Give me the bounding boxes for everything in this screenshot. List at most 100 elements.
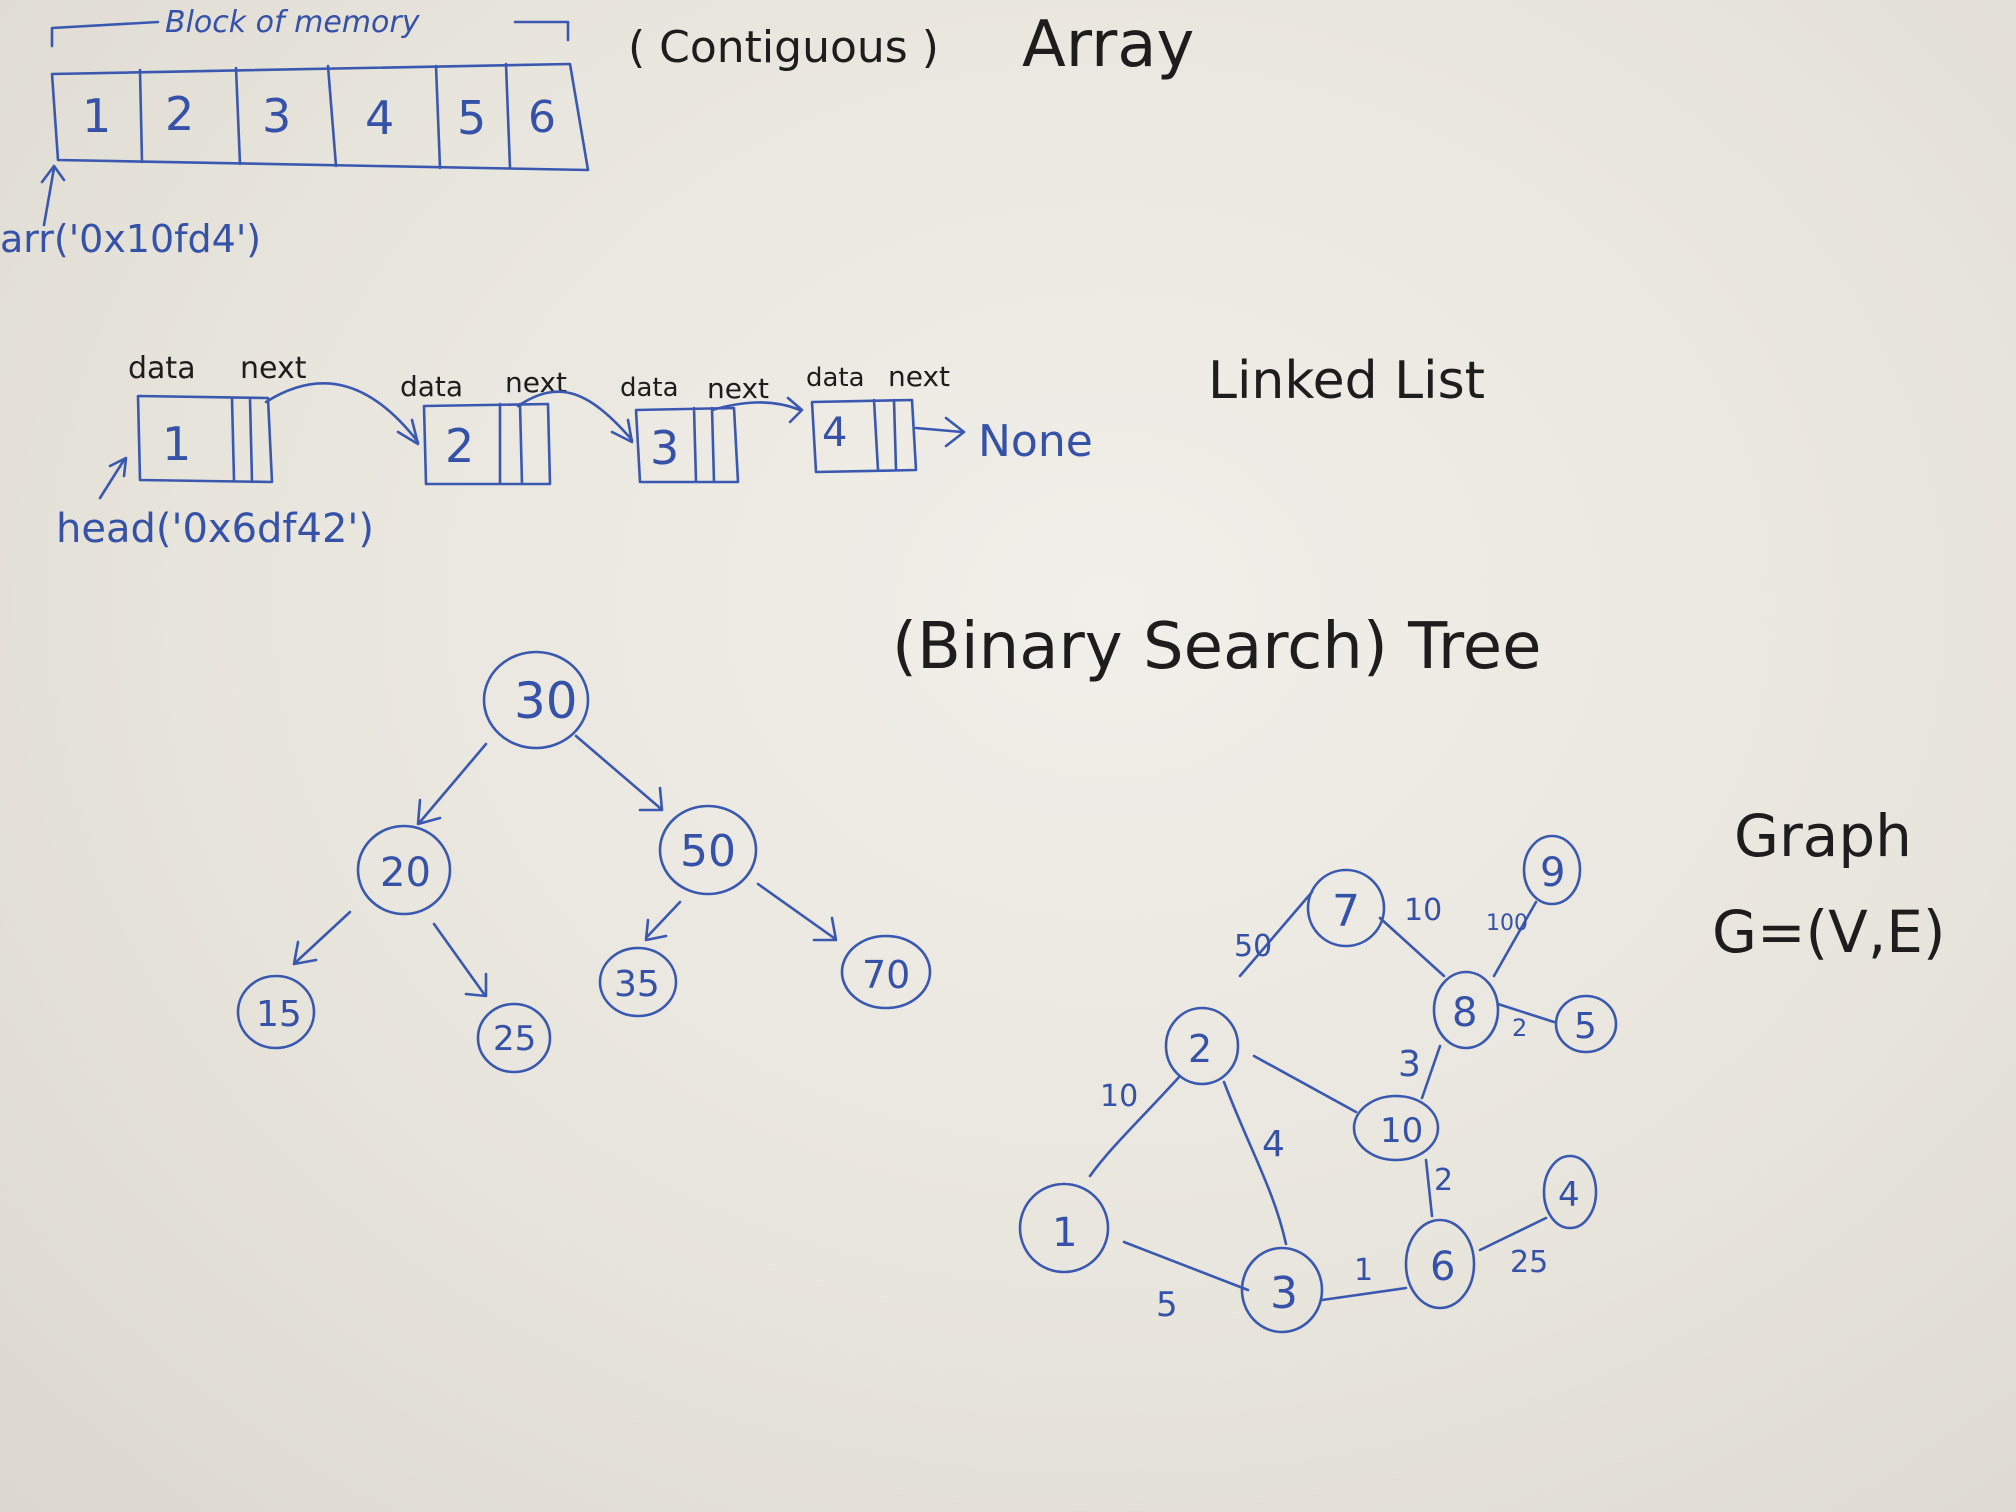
next-pointer-arrow xyxy=(264,382,420,446)
tree-edge xyxy=(292,910,352,966)
node-value: 4 xyxy=(822,410,847,456)
edge-weight: 4 xyxy=(1262,1124,1285,1165)
graph-node-value: 7 xyxy=(1332,886,1360,937)
array-cell: 2 xyxy=(165,87,194,141)
tree-node xyxy=(236,974,316,1050)
graph-node xyxy=(1542,1154,1598,1230)
linked-list-node xyxy=(136,394,274,484)
edge-weight: 5 xyxy=(1156,1285,1178,1325)
graph-node-value: 8 xyxy=(1452,990,1477,1036)
graph-node xyxy=(1164,1006,1240,1086)
graph-node-value: 5 xyxy=(1574,1006,1597,1047)
graph-node xyxy=(1306,868,1386,948)
array-cell: 4 xyxy=(365,91,394,145)
tree-edge xyxy=(756,882,838,942)
array-divider xyxy=(138,68,144,164)
edge-weight: 3 xyxy=(1398,1044,1421,1085)
graph-edge xyxy=(1378,916,1446,978)
tree-node xyxy=(840,934,932,1010)
graph-edge xyxy=(1420,1044,1442,1100)
tree-node-value: 25 xyxy=(493,1019,536,1059)
linked-list-diagram: data next data next data next data next … xyxy=(56,351,1485,552)
array-divider xyxy=(504,62,512,170)
field-label-next: next xyxy=(888,360,950,393)
tree-edge xyxy=(644,900,682,942)
graph-node-value: 9 xyxy=(1540,850,1565,896)
node-value: 3 xyxy=(650,421,679,475)
linked-list-node xyxy=(634,406,740,484)
field-label-next: next xyxy=(505,366,567,399)
graph-edge xyxy=(1238,890,1314,978)
graph-edge xyxy=(1252,1054,1358,1114)
edge-weight: 100 xyxy=(1486,911,1528,936)
edge-weight: 50 xyxy=(1234,929,1272,964)
field-label-next: next xyxy=(240,351,307,386)
tree-edge xyxy=(416,742,488,826)
graph-edge xyxy=(1492,900,1538,978)
tree-edge xyxy=(574,734,664,812)
next-pointer-arrow xyxy=(914,416,966,448)
array-pointer-label: arr('0x10fd4') xyxy=(0,217,261,261)
array-cell: 3 xyxy=(262,89,291,143)
next-pointer-arrow xyxy=(710,396,804,424)
head-label: head('0x6df42') xyxy=(56,506,374,552)
tree-node-value: 15 xyxy=(256,994,302,1035)
graph-edge xyxy=(1424,1158,1434,1218)
array-box xyxy=(50,62,590,172)
graph-title: Graph xyxy=(1734,802,1912,870)
block-bracket-right xyxy=(513,20,570,42)
terminal-none: None xyxy=(978,416,1093,467)
graph-node xyxy=(1404,1218,1476,1310)
graph-edge xyxy=(1320,1286,1408,1302)
graph-definition: G=(V,E) xyxy=(1712,898,1946,966)
graph-node xyxy=(1432,970,1500,1050)
graph-node xyxy=(1240,1246,1324,1334)
graph-node xyxy=(1018,1182,1110,1274)
array-diagram: Block of memory 1 2 3 4 5 6 arr('0x10fd4… xyxy=(0,5,1194,261)
graph-edge xyxy=(1222,1080,1288,1246)
tree-title: (Binary Search) Tree xyxy=(892,610,1542,684)
edge-weight: 10 xyxy=(1404,893,1442,928)
tree-node xyxy=(482,650,590,750)
graph-edge xyxy=(1122,1240,1250,1292)
graph-edge xyxy=(1088,1074,1182,1178)
linked-list-node xyxy=(810,398,918,474)
field-label-data: data xyxy=(128,351,196,386)
tree-node xyxy=(356,824,452,916)
array-title: Array xyxy=(1022,8,1194,82)
graph-node-value: 4 xyxy=(1558,1175,1580,1215)
array-cell: 5 xyxy=(457,91,486,145)
edge-weight: 1 xyxy=(1354,1253,1373,1288)
tree-node-value: 30 xyxy=(514,672,578,730)
head-pointer-arrow xyxy=(98,456,128,500)
field-label-next: next xyxy=(707,372,769,405)
array-qualifier: ( Contiguous ) xyxy=(628,22,939,73)
tree-node-value: 20 xyxy=(380,850,431,896)
bst-diagram: (Binary Search) Tree 30 20 50 15 25 35 7… xyxy=(236,610,1542,1074)
array-divider xyxy=(326,64,338,168)
graph-node xyxy=(1522,834,1582,906)
graph-node-value: 10 xyxy=(1380,1111,1423,1151)
graph-node-value: 3 xyxy=(1270,1268,1298,1319)
tree-node xyxy=(598,946,678,1018)
node-value: 1 xyxy=(162,417,191,471)
tree-node-value: 35 xyxy=(614,964,660,1005)
edge-weight: 2 xyxy=(1512,1014,1527,1042)
array-divider xyxy=(434,64,442,170)
tree-node xyxy=(476,1002,552,1074)
block-label: Block of memory xyxy=(165,5,421,40)
edge-weight: 2 xyxy=(1434,1163,1453,1198)
edge-weight: 10 xyxy=(1100,1079,1138,1114)
field-label-data: data xyxy=(620,373,679,403)
array-cell: 6 xyxy=(528,92,556,143)
edge-weight: 25 xyxy=(1510,1245,1548,1280)
tree-node xyxy=(658,804,758,896)
graph-edge xyxy=(1478,1216,1548,1252)
tree-edge xyxy=(432,922,488,998)
graph-node xyxy=(1554,994,1618,1054)
graph-node xyxy=(1352,1094,1440,1162)
graph-edge xyxy=(1496,1002,1556,1024)
field-label-data: data xyxy=(806,363,865,393)
node-value: 2 xyxy=(445,419,474,473)
